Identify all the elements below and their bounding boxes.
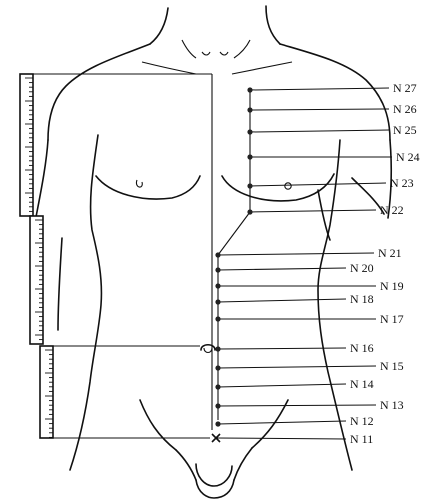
leader-line-n21 xyxy=(218,253,374,255)
navel xyxy=(201,345,215,353)
label-n22: N 22 xyxy=(380,203,404,217)
point-dot-n24 xyxy=(247,154,252,159)
point-n27: N 27 xyxy=(247,81,416,95)
point-n14: N 14 xyxy=(215,377,373,391)
point-dot-n14 xyxy=(215,384,220,389)
chest-ruler xyxy=(20,74,33,216)
label-n24: N 24 xyxy=(396,150,420,164)
label-n19: N 19 xyxy=(380,279,404,293)
point-dot-n26 xyxy=(247,107,252,112)
leader-line-n15 xyxy=(218,366,376,368)
point-dot-n17 xyxy=(215,316,220,321)
label-n23: N 23 xyxy=(390,176,414,190)
point-n21: N 21 xyxy=(215,246,401,260)
point-dot-n25 xyxy=(247,129,252,134)
leader-line-n22 xyxy=(250,210,376,212)
torso-outline xyxy=(34,6,391,498)
leader-line-n23 xyxy=(250,183,386,186)
leader-line-n11 xyxy=(216,438,346,439)
label-n16: N 16 xyxy=(350,341,374,355)
leader-line-n25 xyxy=(250,130,389,132)
label-n18: N 18 xyxy=(350,292,374,306)
point-n23: N 23 xyxy=(247,176,413,190)
leader-line-n27 xyxy=(250,88,389,90)
label-n11: N 11 xyxy=(350,432,373,446)
point-n13: N 13 xyxy=(215,398,403,412)
point-dot-n13 xyxy=(215,403,220,408)
label-n17: N 17 xyxy=(380,312,404,326)
point-dot-n15 xyxy=(215,365,220,370)
point-n12: N 12 xyxy=(215,414,373,428)
point-n18: N 18 xyxy=(215,292,373,306)
point-dot-n23 xyxy=(247,183,252,188)
point-n11: N 11 xyxy=(216,432,373,446)
leader-line-n13 xyxy=(218,405,376,406)
label-n14: N 14 xyxy=(350,377,374,391)
point-n17: N 17 xyxy=(215,312,403,326)
abdomen-ruler xyxy=(30,216,43,344)
point-dot-n20 xyxy=(215,267,220,272)
point-n16: N 16 xyxy=(215,341,373,355)
label-n27: N 27 xyxy=(393,81,417,95)
point-n24: N 24 xyxy=(247,150,419,164)
point-n15: N 15 xyxy=(215,359,403,373)
label-n26: N 26 xyxy=(393,102,417,116)
point-n19: N 19 xyxy=(215,279,403,293)
point-dot-n16 xyxy=(215,346,220,351)
point-dot-n12 xyxy=(215,421,220,426)
label-n12: N 12 xyxy=(350,414,374,428)
leader-line-n14 xyxy=(218,384,346,387)
leader-line-n16 xyxy=(218,348,346,349)
label-n13: N 13 xyxy=(380,398,404,412)
points-layer: N 27 N 26 N 25 N 24 N 23 N 22 N 21 N 20 N 19 N 18… xyxy=(215,81,419,446)
point-dot-n27 xyxy=(247,87,252,92)
reference-lines xyxy=(33,74,212,438)
leader-line-n26 xyxy=(250,109,389,110)
leader-line-n12 xyxy=(218,421,346,424)
point-n25: N 25 xyxy=(247,123,416,137)
point-n20: N 20 xyxy=(215,261,373,275)
point-n22: N 22 xyxy=(247,203,403,217)
point-dot-n22 xyxy=(247,209,252,214)
leader-line-n18 xyxy=(218,299,346,302)
lower-ruler xyxy=(40,346,53,438)
connector-line xyxy=(218,212,250,255)
label-n21: N 21 xyxy=(378,246,402,260)
leader-line-n20 xyxy=(218,268,346,270)
point-dot-n18 xyxy=(215,299,220,304)
point-dot-n21 xyxy=(215,252,220,257)
point-dot-n19 xyxy=(215,283,220,288)
point-n26: N 26 xyxy=(247,102,416,116)
label-n25: N 25 xyxy=(393,123,417,137)
label-n15: N 15 xyxy=(380,359,404,373)
label-n20: N 20 xyxy=(350,261,374,275)
